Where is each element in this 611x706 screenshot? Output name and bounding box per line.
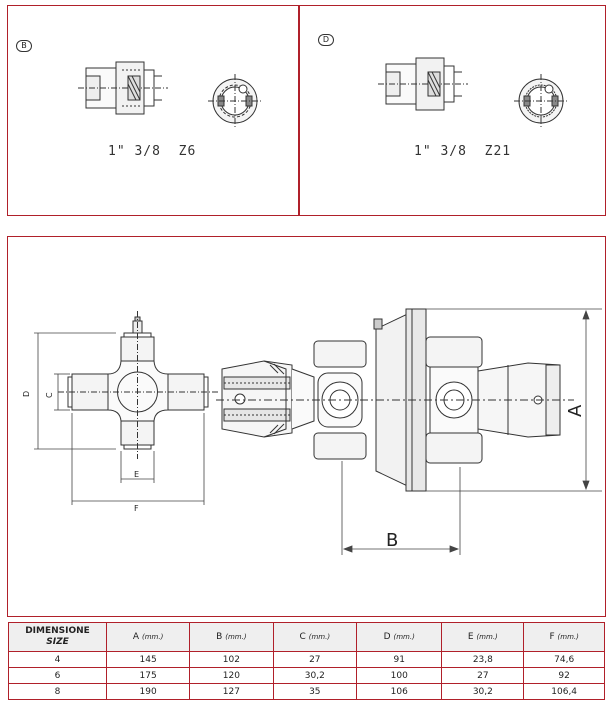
header-col-a: A (mm.) — [105, 622, 191, 652]
yoke-z21-drawing — [378, 57, 568, 128]
panel-shaft-assembly: D C E F A B — [7, 236, 606, 617]
header-col-c: C (mm.) — [272, 622, 358, 652]
assembly-drawing: D C E F A B — [22, 308, 602, 555]
shaft-assembly — [216, 308, 574, 492]
spline-spec-z6: 1" 3/8 Z6 — [108, 144, 197, 159]
variant-badge-b: B — [16, 40, 32, 52]
header-size: DIMENSIONE SIZE — [8, 622, 107, 652]
dim-label-b: B — [386, 530, 398, 551]
yoke-z6-drawing — [78, 61, 262, 128]
dim-label-e: E — [134, 470, 139, 479]
variant-badge-d: D — [318, 34, 334, 46]
dim-label-f: F — [134, 504, 139, 513]
panel-yoke-z21: D 1" 3/8 Z21 — [299, 5, 606, 216]
dim-label-a: A — [565, 404, 586, 417]
header-size-sub: SIZE — [46, 637, 69, 647]
header-col-f: F (mm.) — [523, 622, 605, 652]
table-header-row: DIMENSIONE SIZE A (mm.) B (mm.) C (mm.) … — [8, 622, 605, 652]
header-col-d: D (mm.) — [356, 622, 443, 652]
dim-label-d: D — [22, 391, 31, 397]
header-col-e: E (mm.) — [441, 622, 525, 652]
panel-yoke-z6: B 1" 3/8 Z6 — [7, 5, 299, 216]
header-size-label: DIMENSIONE — [25, 626, 90, 636]
cross-journal — [58, 311, 218, 459]
header-col-b: B (mm.) — [189, 622, 274, 652]
dim-label-c: C — [45, 392, 54, 398]
spline-spec-z21: 1" 3/8 Z21 — [414, 144, 512, 159]
dimensions-table: DIMENSIONE SIZE A (mm.) B (mm.) C (mm.) … — [8, 622, 605, 700]
